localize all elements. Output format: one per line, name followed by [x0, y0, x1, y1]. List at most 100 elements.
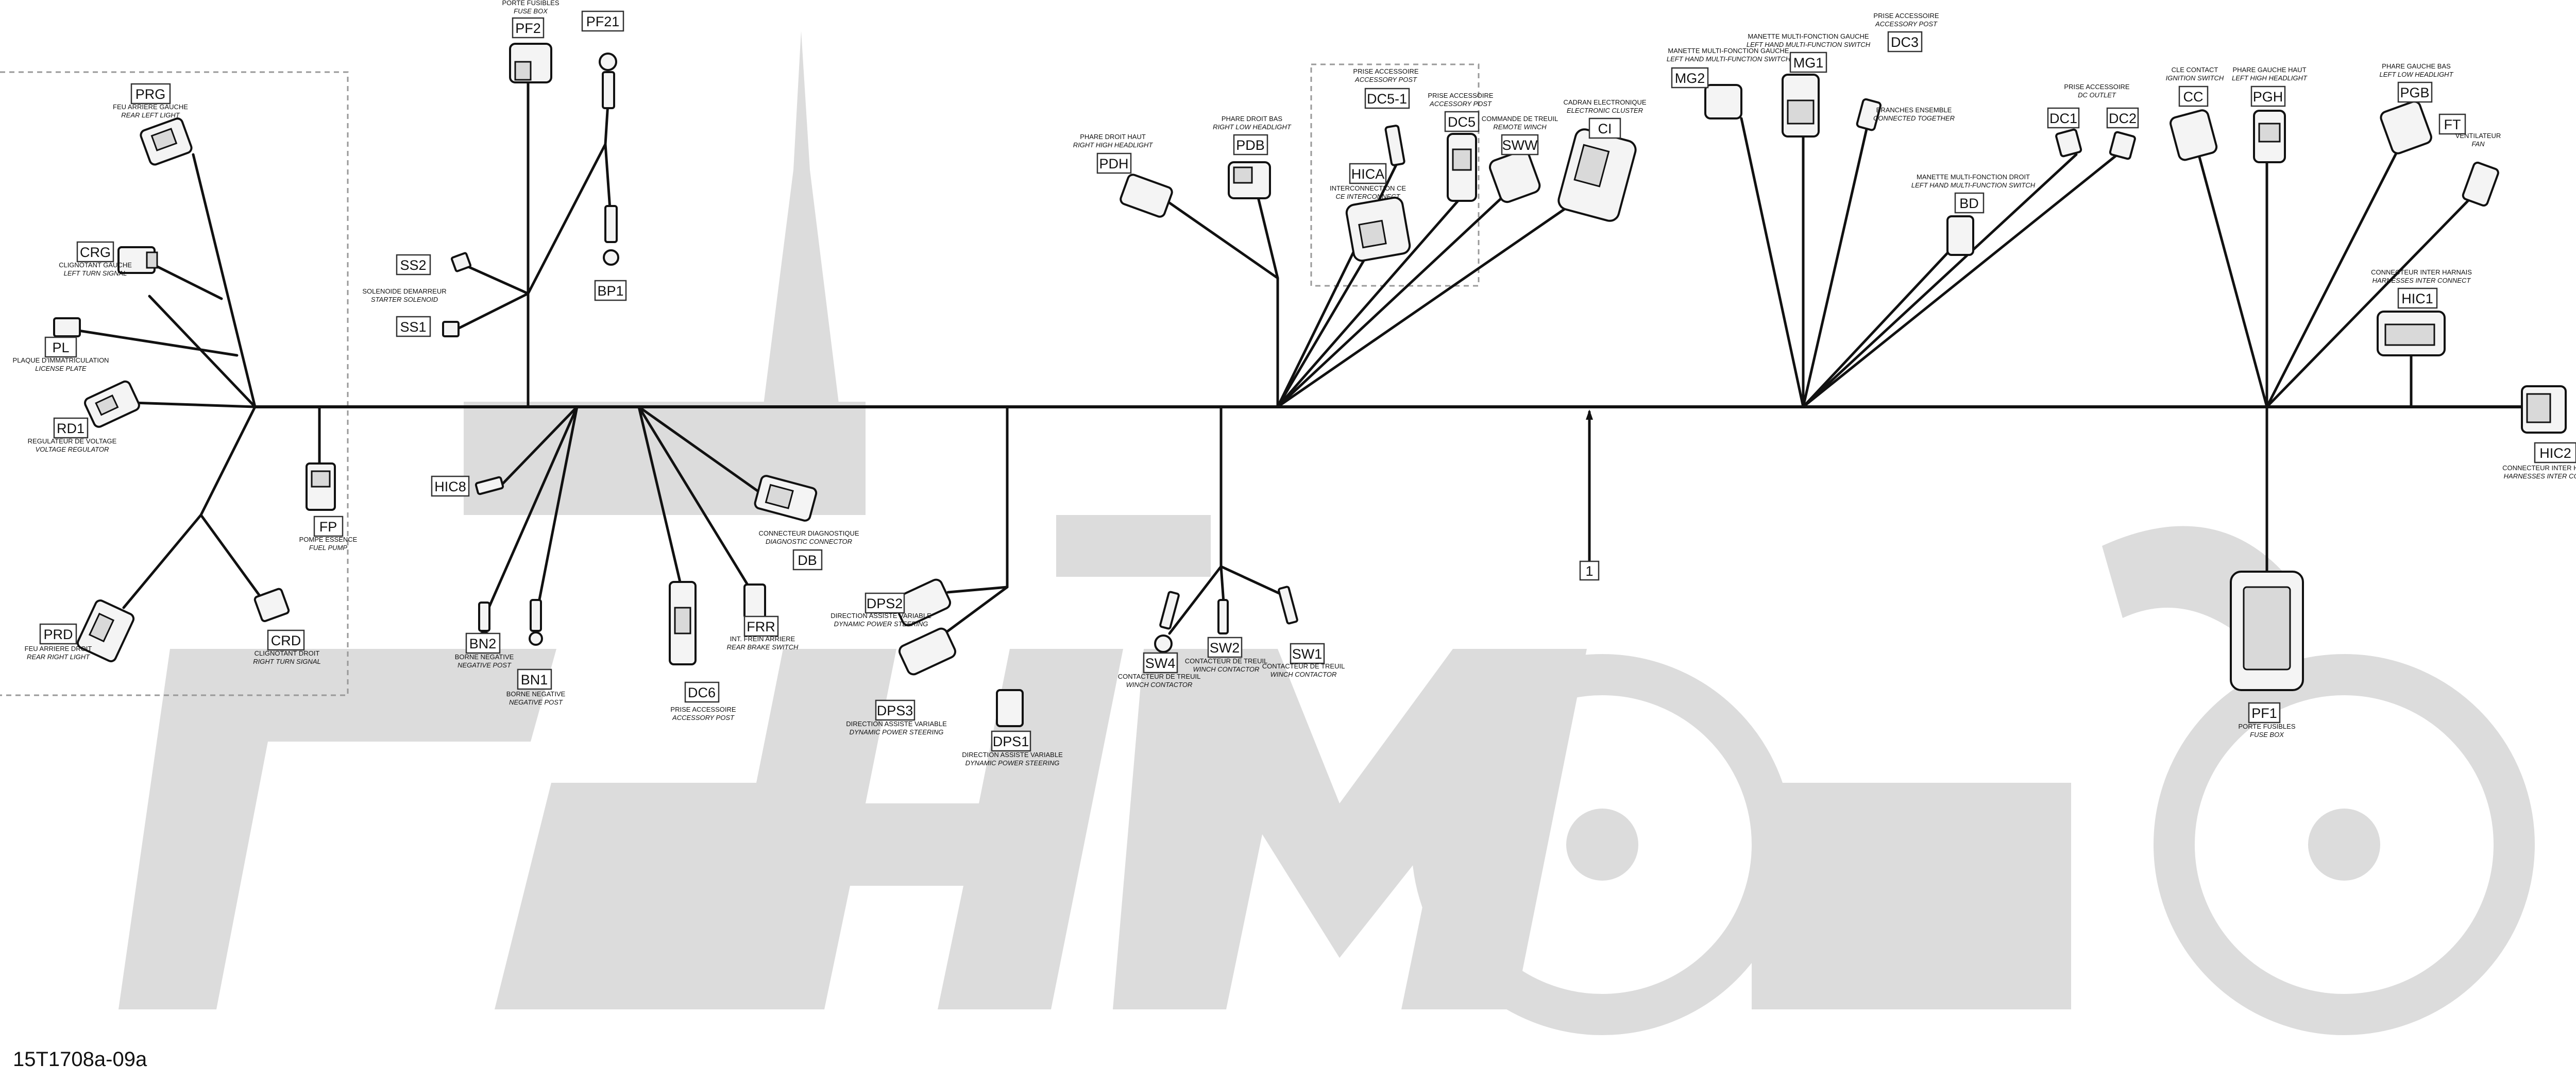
sw1-fr: CONTACTEUR DE TREUIL: [1262, 662, 1345, 670]
dps2-code: DPS2: [867, 596, 903, 611]
connector-frr: [743, 583, 766, 619]
connector-ss2: [450, 252, 472, 272]
pgh-en: LEFT HIGH HEADLIGHT: [2232, 74, 2308, 82]
connector-hic2: [2521, 385, 2567, 434]
hic2-fr: CONNECTEUR INTER HARNAIS: [2502, 464, 2576, 472]
pdh-code: PDH: [1099, 156, 1128, 171]
mg1-en: LEFT HAND MULTI-FUNCTION SWITCH: [1747, 41, 1871, 48]
connector-fp: [306, 462, 336, 511]
pf2-en: FUSE BOX: [514, 7, 548, 15]
crg-fr: CLIGNOTANT GAUCHE: [59, 261, 132, 269]
connector-pl: [53, 317, 81, 337]
pf1-fr: PORTE FUSIBLES: [2238, 723, 2295, 730]
pgb-fr: PHARE GAUCHE BAS: [2382, 62, 2451, 70]
pl-code: PL: [52, 340, 69, 355]
sw2-en: WINCH CONTACTOR: [1193, 665, 1260, 673]
mg2-code: MG2: [1675, 71, 1705, 86]
bd-en: LEFT HAND MULTI-FUNCTION SWITCH: [1911, 181, 2036, 189]
fp-en: FUEL PUMP: [309, 544, 347, 552]
connector-pdh: [1120, 174, 1173, 218]
connector-dc1: [2055, 128, 2082, 158]
pdb-code: PDB: [1236, 138, 1265, 153]
label-dc2: DC2: [2106, 107, 2139, 129]
rd1-en: VOLTAGE REGULATOR: [36, 445, 109, 453]
connector-hica: [1345, 196, 1411, 262]
pdh-fr: PHARE DROIT HAUT: [1080, 133, 1146, 141]
connector-crd: [253, 588, 290, 623]
sw4-code: SW4: [1145, 656, 1176, 671]
frr-code: FRR: [747, 619, 775, 634]
dc6-en: ACCESSORY POST: [672, 714, 735, 722]
bn2-fr: BORNE NEGATIVE: [455, 653, 514, 661]
connector-ci: [1557, 128, 1637, 222]
connector-dps3: [898, 627, 957, 676]
connector-bd: [1946, 215, 1974, 256]
frr-fr: INT. FREIN ARRIERE: [730, 635, 795, 643]
bn2-code: BN2: [469, 636, 497, 651]
connector-mg1: [1782, 74, 1820, 138]
hica-en: CE INTERCONNECT: [1336, 193, 1401, 200]
prg-en: REAR LEFT LIGHT: [121, 111, 180, 119]
dps1-fr: DIRECTION ASSISTE VARIABLE: [962, 751, 1063, 759]
connector-pf2: [509, 43, 552, 83]
watermark: [118, 31, 2535, 1035]
br-fr: BRANCHES ENSEMBLE: [1876, 106, 1952, 114]
hic1-en: HARNESSES INTER CONNECT: [2372, 277, 2471, 284]
hica-fr: INTERCONNECTION CE: [1330, 184, 1406, 192]
connector-dps1: [996, 689, 1024, 727]
connector-prd: [76, 599, 135, 662]
connector-pgh: [2253, 110, 2286, 163]
connector-dc51: [1384, 125, 1405, 166]
crd-en: RIGHT TURN SIGNAL: [253, 658, 320, 665]
bn1-code: BN1: [521, 672, 548, 688]
mg1-fr: MANETTE MULTI-FONCTION GAUCHE: [1748, 32, 1869, 40]
rd1-code: RD1: [57, 421, 84, 436]
label-dc1: DC1: [2047, 107, 2080, 129]
connector-hic8: [474, 476, 504, 495]
connector-sw4: [1154, 591, 1180, 653]
bd-code: BD: [1959, 196, 1979, 211]
dc51-en: ACCESSORY POST: [1354, 76, 1417, 83]
pdh-en: RIGHT HIGH HEADLIGHT: [1073, 141, 1154, 149]
connector-hic1: [2377, 311, 2446, 356]
db-fr: CONNECTEUR DIAGNOSTIQUE: [758, 529, 859, 537]
pl-en: LICENSE PLATE: [35, 365, 87, 372]
dps3-code: DPS3: [877, 703, 913, 718]
cc-fr: CLE CONTACT: [2172, 66, 2218, 74]
pl-fr: PLAQUE D'IMMATRICULATION: [13, 356, 109, 364]
ss-en: STARTER SOLENOID: [371, 296, 438, 303]
sw1-code: SW1: [1292, 646, 1323, 662]
connector-prg: [140, 117, 193, 166]
pf2-code: PF2: [515, 21, 541, 36]
connector-db: [754, 475, 818, 522]
cc-en: IGNITION SWITCH: [2166, 74, 2224, 82]
hic2-code: HIC2: [2539, 445, 2571, 461]
dco-fr: PRISE ACCESSOIRE: [2064, 83, 2129, 91]
pgh-code: PGH: [2253, 89, 2283, 105]
pdb-en: RIGHT LOW HEADLIGHT: [1213, 123, 1292, 131]
prd-en: REAR RIGHT LIGHT: [27, 653, 90, 661]
crd-fr: CLIGNOTANT DROIT: [255, 649, 320, 657]
label-ss2: SS2: [396, 254, 431, 276]
ss2-code: SS2: [400, 257, 426, 273]
sw1-en: WINCH CONTACTOR: [1270, 671, 1337, 678]
label-ss1: SS1: [396, 316, 431, 337]
crg-en: LEFT TURN SIGNAL: [64, 269, 127, 277]
crd-code: CRD: [271, 633, 301, 648]
frr-en: REAR BRAKE SWITCH: [727, 643, 799, 651]
